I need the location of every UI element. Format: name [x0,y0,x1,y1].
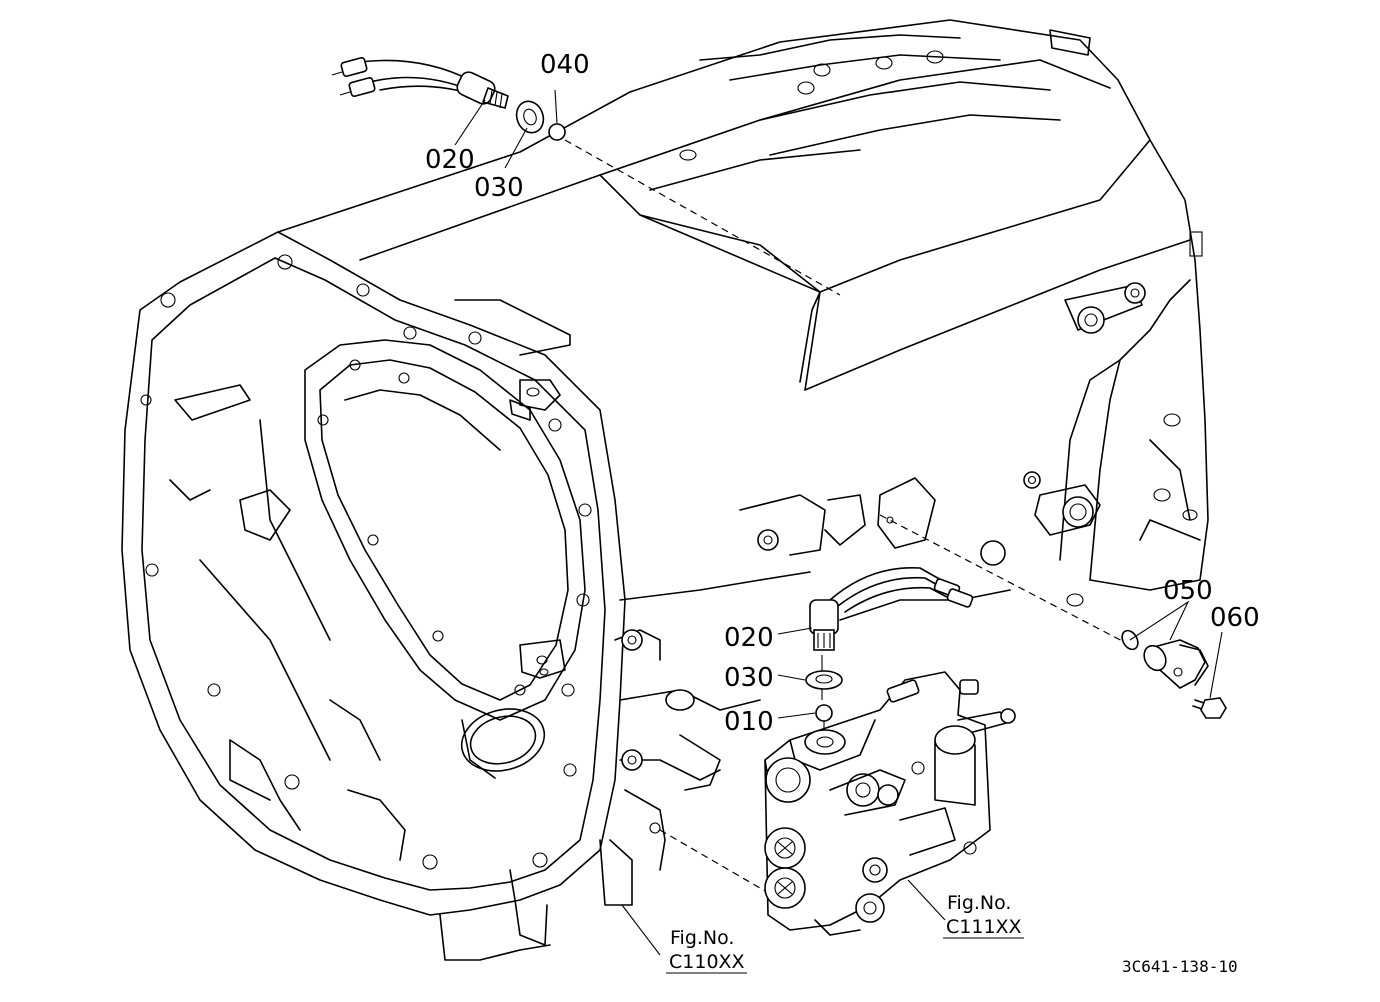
callout-lower-seal: 030 [724,663,774,693]
top-seal-washer [515,100,545,134]
top-pressure-switch [331,57,509,109]
lower-seal-washer [805,670,843,690]
fig-ref-label: Fig.No. [947,892,1011,914]
drawing-number: 3C641-138-10 [1122,957,1238,976]
fig-ref-code[interactable]: C110XX [669,951,745,973]
fig-ref-code[interactable]: C111XX [946,916,1022,938]
transmission-housing [121,19,1209,961]
fig-ref-label: Fig.No. [670,927,734,949]
flange-bolt-holes [140,254,592,870]
fig-ref-c110xx[interactable]: Fig.No. C110XX [666,927,747,974]
control-valve-body [764,671,1016,936]
callout-bolt: 060 [1210,603,1260,633]
lower-check-ball [815,704,833,722]
fig-ref-c111xx[interactable]: Fig.No. C111XX [943,892,1024,939]
callout-oring: 050 [1163,576,1213,606]
callout-lower-switch: 020 [724,623,774,653]
lower-pressure-switch [809,566,974,651]
assembly-leader-lines [564,139,1131,896]
callout-leaders [454,89,1223,956]
sensor-body [1143,639,1209,689]
top-check-ball [548,123,566,141]
hex-bolt [1192,697,1227,719]
callout-top-switch: 020 [425,145,475,175]
callout-top-seal: 030 [474,173,524,203]
callout-top-ball: 040 [540,50,590,80]
callout-lower-ball: 010 [724,707,774,737]
